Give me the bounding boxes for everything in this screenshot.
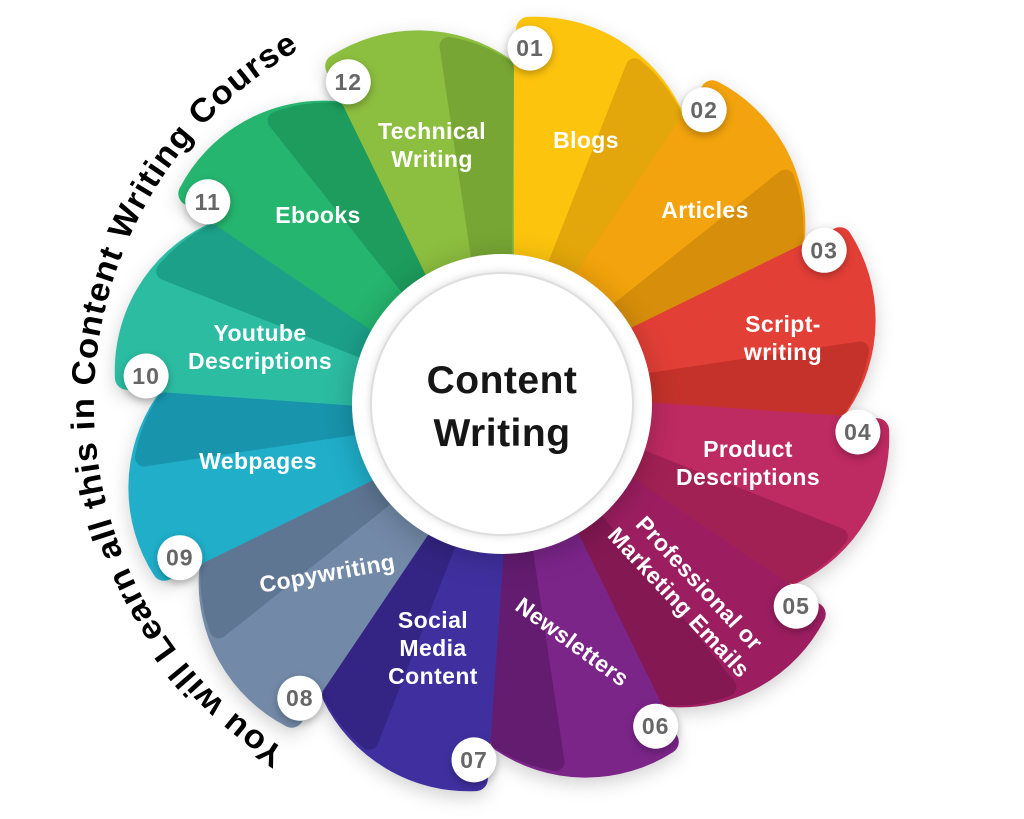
badge-number: 01: [516, 35, 544, 61]
badge-number: 05: [782, 593, 810, 619]
segment-label-09: Webpages: [199, 448, 317, 474]
badge-number: 12: [335, 69, 363, 95]
segment-badge-11: 11: [185, 179, 231, 225]
segment-label-02: Articles: [661, 197, 749, 223]
badge-circle: [773, 583, 819, 629]
segment-badge-05: 05: [773, 583, 819, 629]
segment-badge-06: 06: [633, 703, 679, 749]
badge-circle: [185, 179, 231, 225]
badge-circle: [835, 409, 881, 455]
segment-badge-04: 04: [835, 409, 881, 455]
badge-number: 10: [132, 363, 160, 389]
badge-circle: [277, 675, 323, 721]
badge-circle: [507, 25, 553, 71]
center-title-line2: Writing: [433, 412, 570, 455]
segment-label-03: Script-writing: [743, 311, 822, 365]
center-circle-ring: [370, 272, 634, 536]
badge-circle: [451, 737, 497, 783]
center-disc: Content Writing: [352, 254, 652, 554]
segment-badge-10: 10: [123, 353, 169, 399]
badge-number: 03: [810, 237, 838, 263]
segment-badge-07: 07: [451, 737, 497, 783]
segment-badge-01: 01: [507, 25, 553, 71]
segment-badge-09: 09: [157, 535, 203, 581]
badge-circle: [681, 87, 727, 133]
segment-badge-12: 12: [325, 59, 371, 105]
segment-number-badges: 01 02 03 04 05 06 07 08 09 10 11 12: [123, 25, 881, 783]
badge-circle: [801, 227, 847, 273]
badge-number: 04: [844, 419, 872, 445]
badge-number: 06: [642, 713, 670, 739]
center-title-line1: Content: [427, 359, 578, 402]
badge-number: 08: [286, 685, 314, 711]
badge-number: 11: [195, 189, 221, 215]
badge-circle: [123, 353, 169, 399]
badge-circle: [325, 59, 371, 105]
segment-badge-08: 08: [277, 675, 323, 721]
badge-number: 07: [460, 747, 488, 773]
segment-badge-03: 03: [801, 227, 847, 273]
segment-label-11: Ebooks: [275, 202, 360, 228]
badge-circle: [633, 703, 679, 749]
segment-label-01: Blogs: [553, 127, 619, 153]
badge-number: 02: [690, 97, 718, 123]
segment-badge-02: 02: [681, 87, 727, 133]
badge-circle: [157, 535, 203, 581]
badge-number: 09: [166, 545, 194, 571]
